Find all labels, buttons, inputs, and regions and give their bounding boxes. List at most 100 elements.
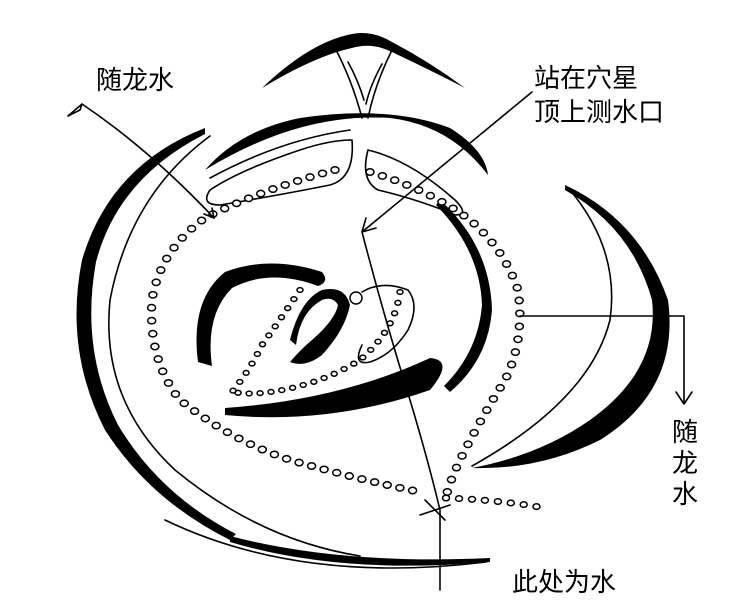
water-dot <box>306 462 317 470</box>
water-dot <box>245 440 256 449</box>
water-dot <box>469 428 479 437</box>
top-left-pointer <box>67 103 215 219</box>
water-dot <box>394 299 402 306</box>
bottom-tail-thin <box>164 519 487 569</box>
water-dot <box>487 238 497 247</box>
water-dot <box>475 417 486 426</box>
water-dot <box>271 323 279 330</box>
center-left-coil <box>196 263 326 366</box>
water-dot <box>374 338 382 345</box>
water-dot <box>459 211 469 220</box>
bottom-cross-lines <box>419 499 451 521</box>
water-dot <box>512 283 522 292</box>
water-dot <box>170 389 181 398</box>
water-dot <box>330 370 338 377</box>
water-dot <box>507 271 518 280</box>
water-dot <box>248 360 256 367</box>
water-dot <box>278 386 286 394</box>
water-dot <box>294 458 304 467</box>
water-dot <box>467 495 477 503</box>
water-dot <box>482 406 492 415</box>
water-dot <box>510 348 521 357</box>
bottom-tail <box>230 536 490 566</box>
dotted-water-path <box>146 166 541 511</box>
water-dot <box>280 180 290 189</box>
water-dot <box>265 332 273 339</box>
water-dot <box>396 288 404 296</box>
water-dot <box>292 176 303 185</box>
water-dot <box>463 440 473 449</box>
water-dot <box>146 303 157 312</box>
water-dot <box>457 451 467 460</box>
water-dot <box>189 407 200 416</box>
water-dot <box>148 290 158 299</box>
right-upper-lobe <box>364 149 464 216</box>
upper-inner-arc <box>205 113 488 175</box>
water-dot <box>222 428 233 437</box>
water-dot <box>395 483 405 492</box>
left-inner-lobe <box>205 139 354 206</box>
water-dot <box>514 296 524 305</box>
water-dot <box>256 389 264 397</box>
water-dot <box>319 465 329 474</box>
outer-left-thin-arc <box>108 135 361 557</box>
water-dot <box>150 342 160 351</box>
measure-line-main <box>361 231 441 591</box>
right-inner-arc <box>436 200 492 392</box>
center-inner-coil <box>290 289 350 364</box>
water-dot <box>161 254 172 263</box>
water-dot <box>442 487 453 496</box>
water-dot <box>290 295 298 303</box>
water-dot <box>296 286 304 294</box>
water-dot <box>242 369 250 377</box>
water-dot <box>305 173 315 182</box>
water-dot <box>495 383 505 392</box>
water-dot <box>269 450 280 459</box>
water-dot <box>366 346 375 354</box>
water-dot <box>255 189 266 198</box>
water-dot <box>413 186 424 195</box>
top-left-arrowhead <box>203 207 215 219</box>
water-dot <box>451 463 462 472</box>
water-dot <box>153 355 163 364</box>
top-peak-ridge <box>262 33 465 88</box>
water-dot <box>186 224 197 233</box>
water-dot <box>211 421 221 430</box>
water-dot <box>253 350 262 358</box>
label-right-vertical-water: 随龙水 <box>671 418 698 510</box>
water-dot <box>359 354 367 361</box>
water-dot <box>317 169 328 178</box>
water-dot <box>344 472 355 480</box>
water-dot <box>493 497 503 506</box>
water-dot <box>257 445 268 454</box>
water-dot <box>234 434 244 443</box>
label-top-right-line1: 站在穴星 <box>534 64 639 94</box>
right-arrowhead <box>675 391 693 405</box>
water-dot <box>514 322 525 331</box>
water-dot <box>231 199 242 208</box>
water-dot <box>148 329 158 338</box>
outer-left-arc <box>76 128 236 540</box>
center-pearl <box>349 291 363 305</box>
water-dot <box>469 219 479 228</box>
water-dot <box>283 305 292 312</box>
water-dot <box>382 481 392 489</box>
water-dot <box>402 180 412 189</box>
water-dot <box>380 329 389 336</box>
water-dot <box>157 367 168 376</box>
water-dot <box>407 486 418 495</box>
water-dot <box>330 166 340 174</box>
water-dot <box>281 454 292 463</box>
water-dot <box>268 185 278 194</box>
water-dot <box>350 360 358 367</box>
water-dot <box>389 176 400 185</box>
water-dot <box>196 216 207 225</box>
water-dot <box>277 314 286 321</box>
top-peak-valley <box>334 47 393 119</box>
water-dot <box>177 233 188 242</box>
water-dot <box>480 496 490 504</box>
water-dot <box>219 204 230 213</box>
water-dot <box>478 228 489 237</box>
upper-inner-thin <box>209 129 351 179</box>
water-dot <box>454 495 464 503</box>
